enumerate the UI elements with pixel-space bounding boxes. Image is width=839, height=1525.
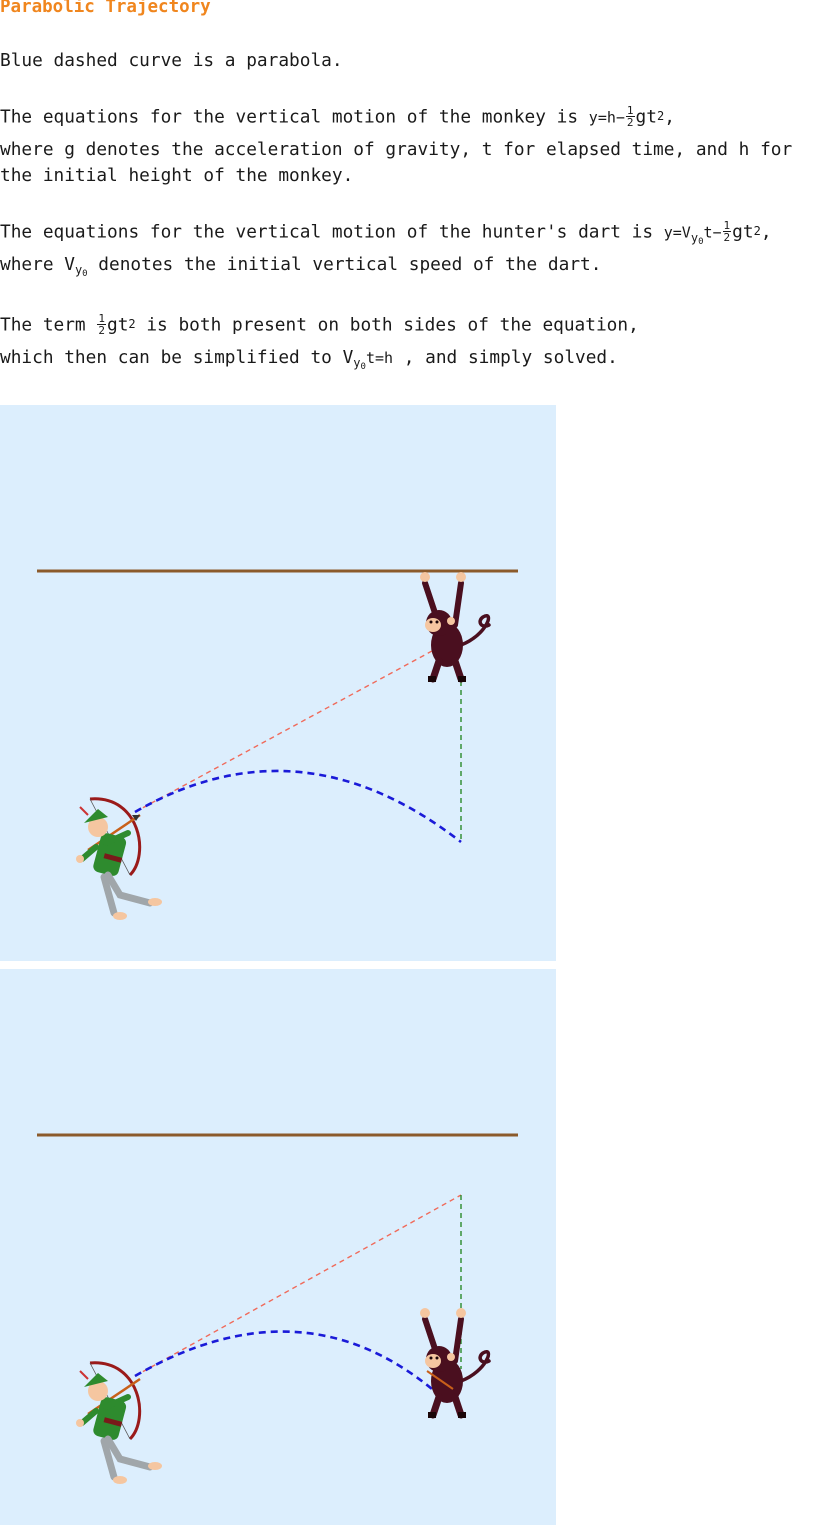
parabola-note: Blue dashed curve is a parabola.	[0, 50, 343, 71]
aim-line	[134, 1194, 462, 1377]
simulation-panel-initial	[0, 405, 556, 961]
gt-term: gt	[635, 106, 657, 128]
hunter-icon	[76, 797, 162, 920]
page-title: Parabolic Trajectory	[0, 0, 211, 17]
monkey-where-1: where g denotes the acceleration of grav…	[0, 139, 793, 160]
hunter-icon	[76, 1361, 162, 1484]
square-exponent: 2	[656, 108, 665, 123]
simulation-panel-collision	[0, 969, 556, 1525]
monkey-where-2: the initial height of the monkey.	[0, 165, 354, 186]
monkey-equation-line: The equations for the vertical motion of…	[0, 104, 675, 129]
monkey-intro: The equations for the vertical motion of…	[0, 106, 589, 128]
simplify-line: which then can be simplified to Vy0t=h ,…	[0, 347, 618, 372]
simulation-canvas	[37, 1133, 518, 1484]
simulation-canvas	[37, 569, 518, 920]
dart-parabola	[134, 1330, 433, 1391]
dart-equation-line: The equations for the vertical motion of…	[0, 219, 772, 247]
dart-parabola	[134, 769, 462, 844]
monkey-icon	[420, 1308, 491, 1419]
aim-line	[134, 650, 433, 813]
monkey-eq-prefix: y=h−	[588, 108, 625, 127]
vy0-subscript: y0	[690, 230, 704, 247]
dart-where: where Vy0 denotes the initial vertical s…	[0, 254, 602, 279]
monkey-icon	[420, 572, 491, 683]
dart-intro: The equations for the vertical motion of…	[0, 221, 664, 243]
